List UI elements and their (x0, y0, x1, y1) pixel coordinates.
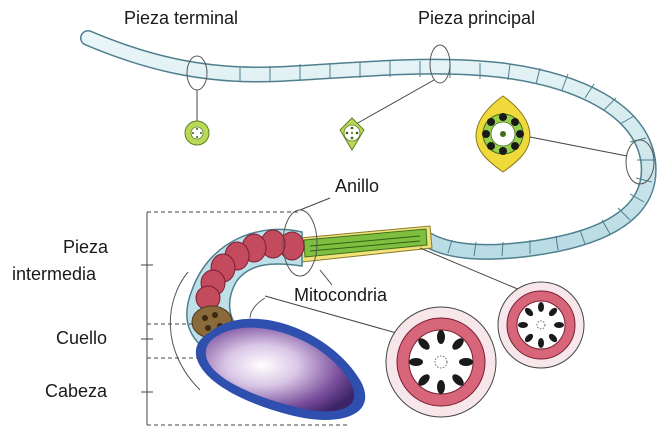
label-cuello: Cuello (56, 328, 107, 349)
label-pieza-intermedia-line2: intermedia (12, 264, 96, 285)
label-anillo: Anillo (335, 176, 379, 197)
tail (88, 38, 654, 256)
mitochondria-sheath (300, 226, 432, 262)
label-mitocondria: Mitocondria (294, 285, 387, 306)
label-pieza-principal: Pieza principal (418, 8, 535, 29)
cross-section-principal-small (340, 118, 364, 150)
cross-section-midpiece-small (498, 282, 584, 368)
label-pieza-intermedia-line1: Pieza (63, 237, 108, 258)
cross-section-midpiece-large (386, 307, 496, 417)
cross-section-end-piece (185, 121, 209, 145)
head (196, 319, 365, 420)
cross-section-principal-large (476, 96, 530, 172)
label-pieza-terminal: Pieza terminal (124, 8, 238, 29)
label-cabeza: Cabeza (45, 381, 107, 402)
